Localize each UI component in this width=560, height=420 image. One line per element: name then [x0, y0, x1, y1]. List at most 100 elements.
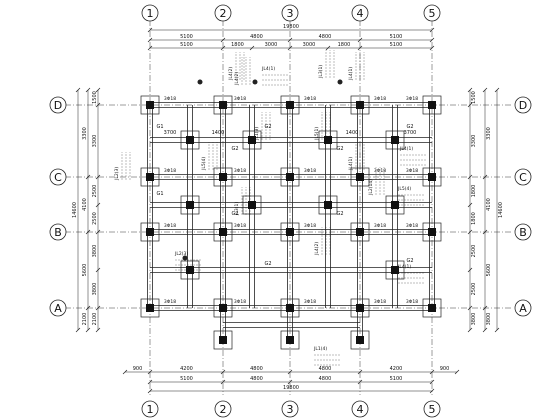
beam-note: JL4(1): [348, 67, 354, 81]
beam-note: JL2(14): [368, 179, 374, 196]
grid-bubble-bottom: [141, 400, 159, 418]
dimension-tick: [220, 369, 226, 375]
dimension-tick: [122, 369, 128, 375]
dimension-tick: [467, 327, 473, 333]
dimension-tick: [287, 37, 293, 43]
rebar-label: 3Φ18: [304, 96, 316, 102]
dimension-text: 3000: [303, 42, 316, 48]
grid-label-right: D: [519, 99, 527, 112]
beam-note: JL3(1): [234, 202, 240, 216]
dimension-text: 4800: [319, 366, 332, 372]
beam-note: JL1(4): [313, 346, 327, 352]
section-marker: [252, 79, 258, 85]
beam-note: JL1(3): [254, 127, 260, 141]
beam-label: G2: [406, 258, 413, 264]
column-section: [286, 228, 294, 236]
footing-outline: [140, 298, 160, 318]
dimension-text: 5100: [390, 42, 403, 48]
grid-label-left: A: [54, 302, 62, 315]
dimension-text: 4800: [250, 366, 263, 372]
grid-label-left: D: [54, 99, 62, 112]
beam-note: JL4(2): [314, 242, 320, 256]
column-section: [324, 201, 332, 209]
column-section: [391, 136, 399, 144]
beam-note: JL5(4): [201, 157, 207, 171]
column-section: [356, 228, 364, 236]
column-section: [146, 228, 154, 236]
beam-note: JL5(1): [314, 127, 320, 141]
footing-outline: [422, 95, 442, 115]
dimension-tick: [467, 229, 473, 235]
footing-outline: [180, 195, 200, 215]
footing-outline: [213, 222, 233, 242]
dimension-tick: [249, 45, 255, 51]
column-section: [286, 336, 294, 344]
dimension-text: 3800: [486, 313, 492, 326]
rebar-label: 3Φ18: [234, 168, 246, 174]
footing-outline: [350, 95, 370, 115]
dimension-text: 14600: [498, 202, 504, 218]
dimension-tick: [95, 327, 101, 333]
grid-bubble-left: [49, 223, 67, 241]
beam-label: G2: [336, 146, 343, 152]
rebar-label: 3Φ18: [406, 223, 418, 229]
dimension-text: 4800: [319, 34, 332, 40]
column-section: [186, 136, 194, 144]
beam-note: JL4(1): [261, 66, 275, 72]
beam-note: JL2(3): [174, 251, 188, 257]
column-section: [286, 101, 294, 109]
dimension-text: 3300: [486, 127, 492, 140]
dimension-text: 900: [133, 366, 143, 372]
column-section: [186, 266, 194, 274]
footing-outline: [280, 222, 300, 242]
dimension-tick: [482, 174, 488, 180]
grid-bubble-left: [49, 96, 67, 114]
dimension-tick: [75, 327, 81, 333]
dimension-tick: [325, 45, 331, 51]
column-section: [356, 336, 364, 344]
grid-label-bottom: 2: [220, 403, 227, 416]
grid-label-top: 2: [220, 7, 227, 20]
column-section: [428, 173, 436, 181]
footing-outline: [213, 298, 233, 318]
dimension-text: 3000: [265, 42, 278, 48]
dimension-text: 1400: [212, 130, 225, 136]
dimension-tick: [85, 229, 91, 235]
dimension-tick: [357, 37, 363, 43]
dimension-tick: [95, 87, 101, 93]
grid-bubble-right: [514, 96, 532, 114]
dimension-text: 5100: [390, 376, 403, 382]
dimension-text: 4200: [180, 366, 193, 372]
dimension-text: 1500: [471, 91, 477, 104]
dimension-tick: [357, 379, 363, 385]
dimension-tick: [287, 45, 293, 51]
column-section: [186, 201, 194, 209]
dimension-text: 1800: [471, 185, 477, 198]
dimension-tick: [95, 202, 101, 208]
column-section: [219, 228, 227, 236]
column-section: [146, 304, 154, 312]
section-marker: [197, 79, 203, 85]
dimension-text: 4100: [82, 198, 88, 211]
dimension-text: 2500: [471, 283, 477, 296]
grid-bubble-right: [514, 223, 532, 241]
rebar-label: 3Φ18: [164, 168, 176, 174]
column-section: [248, 201, 256, 209]
rebar-label: 3Φ18: [164, 223, 176, 229]
rebar-label: 3Φ18: [234, 96, 246, 102]
column-section: [219, 101, 227, 109]
beam-note: JL4(2): [234, 72, 240, 86]
dimension-text: 1800: [231, 42, 244, 48]
section-marker: [337, 79, 343, 85]
dimension-tick: [467, 102, 473, 108]
column-section: [146, 173, 154, 181]
dimension-text: 5100: [180, 34, 193, 40]
footing-outline: [280, 167, 300, 187]
rebar-label: 3Φ18: [406, 168, 418, 174]
beam-note: JL3(1): [318, 65, 324, 79]
dimension-text: 3300: [82, 127, 88, 140]
column-section: [428, 228, 436, 236]
dimension-tick: [482, 327, 488, 333]
beam-note: JL4(2): [228, 67, 234, 81]
